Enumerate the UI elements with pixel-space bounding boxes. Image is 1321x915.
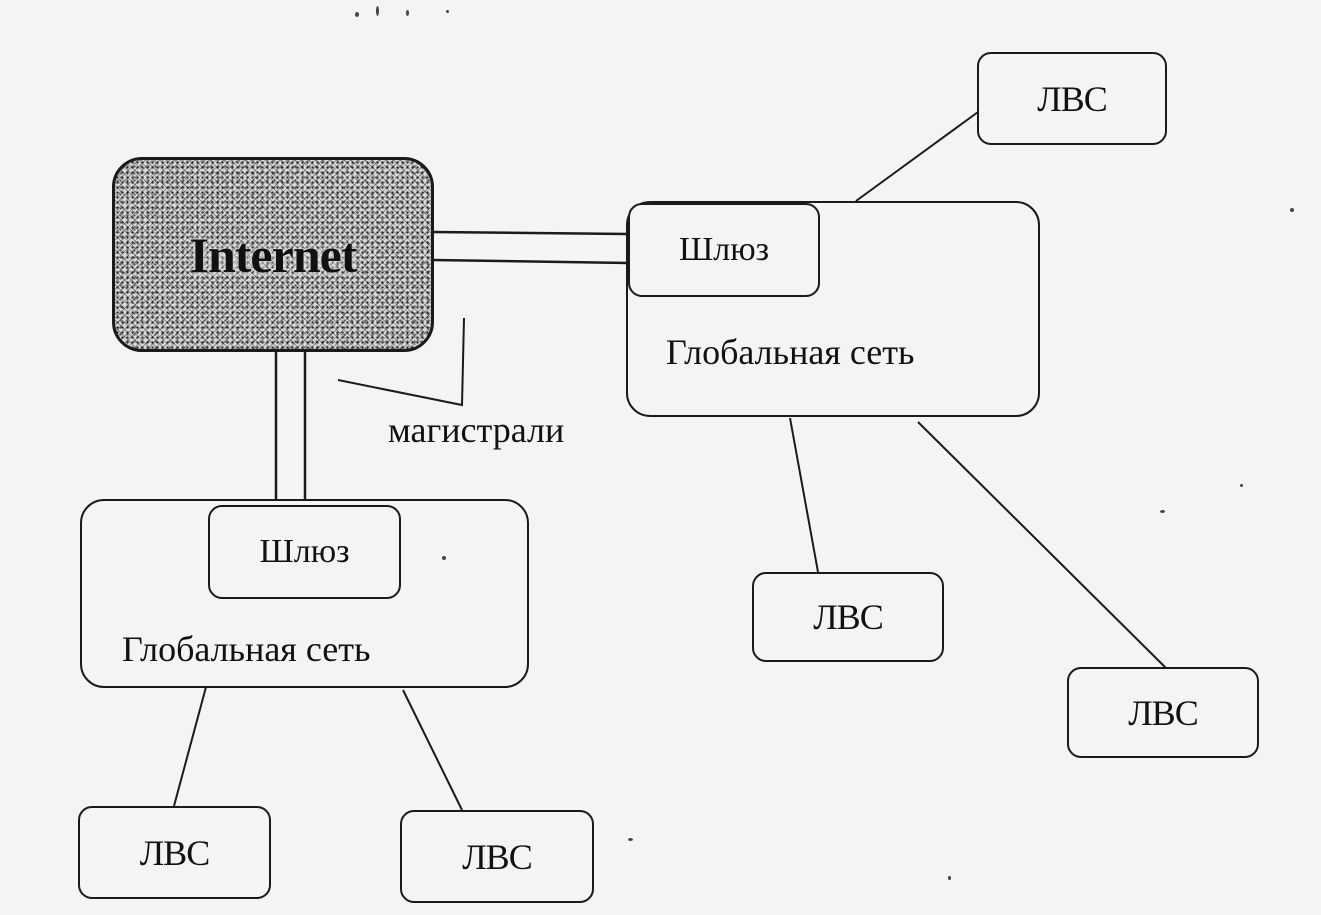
scan-speck [442, 556, 446, 560]
lan-left-right: ЛВС [400, 810, 594, 903]
lan-right-top: ЛВС [977, 52, 1167, 145]
internet-node: Internet [112, 157, 434, 352]
backbone-line-top [431, 230, 629, 236]
scan-speck [948, 876, 951, 880]
scan-speck [376, 6, 379, 16]
scan-speck [1290, 208, 1294, 212]
backbone-label: магистрали [388, 410, 565, 450]
scan-speck [628, 838, 633, 841]
link-right-lan-middle [789, 417, 819, 573]
lan-right-middle-label: ЛВС [813, 597, 883, 637]
gateway-right: Шлюз [628, 203, 820, 297]
lan-right-middle: ЛВС [752, 572, 944, 662]
gateway-left-label: Шлюз [259, 533, 350, 570]
scan-speck [355, 12, 359, 17]
lan-right-top-label: ЛВС [1037, 78, 1107, 119]
internet-label: Internet [189, 226, 358, 283]
link-left-lan-right [402, 689, 463, 811]
scan-speck [1160, 510, 1165, 513]
link-right-lan-top [855, 111, 979, 202]
global-network-left-label: Глобальная сеть [122, 629, 371, 669]
lan-right-bottom-label: ЛВС [1128, 692, 1198, 733]
lan-left-left-label: ЛВС [139, 832, 210, 873]
gateway-left: Шлюз [208, 505, 401, 599]
global-network-right-label: Глобальная сеть [666, 332, 915, 372]
lan-left-right-label: ЛВС [462, 836, 532, 877]
backbone-pointer [337, 317, 465, 407]
scan-speck [1240, 484, 1243, 487]
lan-right-bottom: ЛВС [1067, 667, 1259, 758]
link-right-lan-bottom [917, 421, 1167, 669]
scan-speck [446, 10, 449, 13]
lan-left-left: ЛВС [78, 806, 271, 899]
link-left-lan-left [173, 686, 207, 807]
backbone-line-bottom [431, 258, 629, 265]
scan-speck [406, 10, 409, 16]
gateway-right-label: Шлюз [678, 231, 770, 268]
